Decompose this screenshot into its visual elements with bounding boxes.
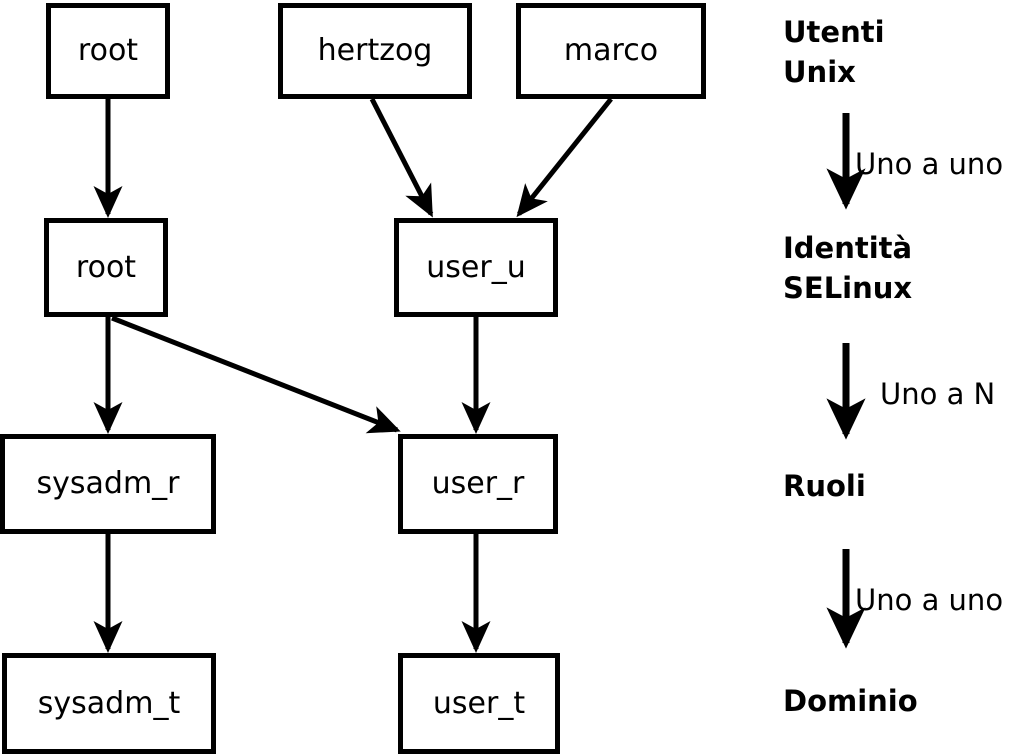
node-box-unix_marco[interactable]: marco: [516, 3, 706, 99]
tier-ruoli: Ruoli: [783, 469, 866, 503]
node-label: user_t: [432, 685, 526, 721]
node-box-id_user_u[interactable]: user_u: [394, 218, 558, 317]
node-box-role_sysadm[interactable]: sysadm_r: [0, 434, 216, 534]
node-box-id_root[interactable]: root: [44, 218, 168, 317]
node-box-dom_sysadm[interactable]: sysadm_t: [2, 653, 216, 754]
node-box-unix_root[interactable]: root: [46, 3, 170, 99]
tier-identita: Identità SELinux: [783, 231, 913, 305]
node-box-role_user[interactable]: user_r: [398, 434, 558, 534]
node-label: sysadm_t: [37, 685, 181, 721]
tier-dominio: Dominio: [783, 684, 918, 718]
legend-arrow-label-3: Uno a uno: [855, 583, 1004, 617]
edge-unix_hertzog-to-id_user_u: [369, 97, 434, 218]
node-box-dom_user[interactable]: user_t: [398, 653, 560, 754]
legend-arrow-label-2: Uno a N: [880, 377, 996, 411]
node-label: sysadm_r: [36, 466, 180, 501]
edge-unix_marco-to-id_user_u: [516, 97, 613, 218]
node-label: user_u: [426, 249, 526, 285]
node-label: root: [77, 33, 139, 68]
node-label: marco: [563, 33, 659, 68]
node-label: user_r: [431, 466, 525, 501]
tier-utenti-unix: Utenti Unix: [783, 15, 885, 89]
node-label: root: [75, 249, 137, 285]
node-label: hertzog: [317, 33, 433, 68]
node-box-unix_hertzog[interactable]: hertzog: [278, 3, 472, 99]
legend-arrow-label-1: Uno a uno: [855, 147, 1004, 181]
edge-id_root-to-role_user: [111, 315, 401, 434]
